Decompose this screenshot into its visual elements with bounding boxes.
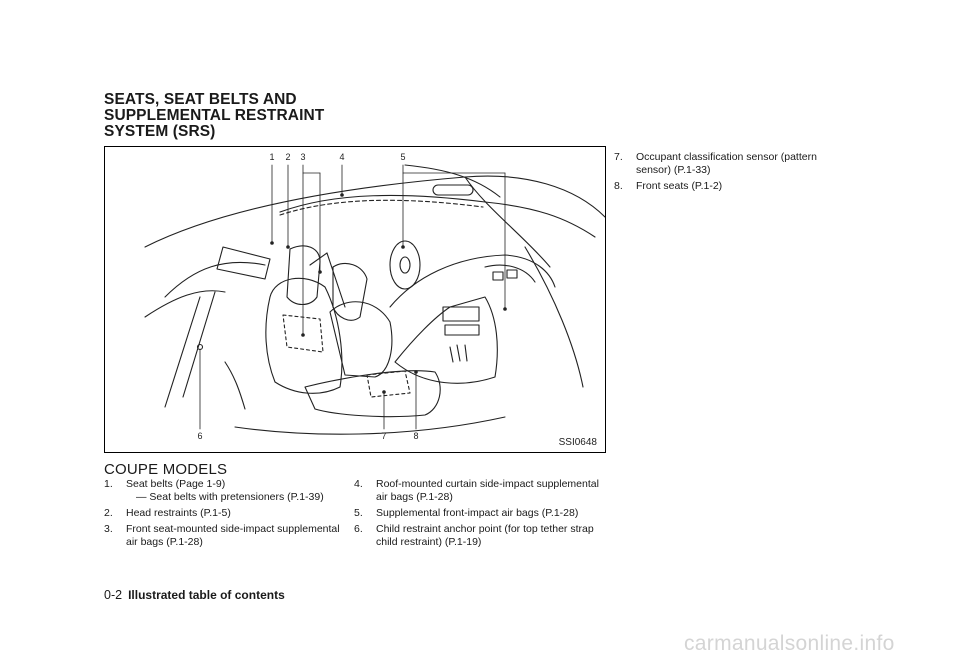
callout-number: 8 bbox=[413, 431, 418, 441]
rear-window bbox=[216, 246, 271, 280]
rear-shelf bbox=[164, 261, 266, 298]
dashboard bbox=[389, 254, 556, 308]
item-text: Front seat-mounted side-impact supplemen… bbox=[126, 523, 340, 548]
item-subtext: — Seat belts with pretensioners (P.1-39) bbox=[136, 491, 324, 503]
item-number: 4. bbox=[354, 478, 363, 490]
seatback bbox=[265, 277, 343, 394]
roof-line bbox=[144, 175, 605, 248]
item-text: Occupant classification sensor (pattern … bbox=[636, 151, 817, 176]
list-item: 2. Head restraints (P.1-5) bbox=[104, 507, 340, 520]
figure-code: SSI0648 bbox=[558, 437, 597, 448]
item-number: 6. bbox=[354, 523, 363, 535]
page-footer: 0-2 Illustrated table of contents bbox=[104, 588, 285, 602]
section-title-line: SEATS, SEAT BELTS AND bbox=[104, 91, 297, 108]
section-title-line: SUPPLEMENTAL RESTRAINT bbox=[104, 107, 325, 124]
seat-belt bbox=[309, 252, 346, 308]
rearview-mirror bbox=[432, 184, 474, 196]
seat-cushion bbox=[304, 370, 441, 418]
list-item: 7. Occupant classification sensor (patte… bbox=[614, 151, 854, 177]
door-trim bbox=[224, 361, 246, 410]
callout-number: 1 bbox=[269, 152, 274, 162]
list-item: 8. Front seats (P.1-2) bbox=[614, 180, 854, 193]
climate-panel bbox=[444, 324, 480, 336]
steering-wheel bbox=[389, 240, 421, 290]
passenger-seatback bbox=[329, 301, 393, 378]
item-text: Front seats (P.1-2) bbox=[636, 180, 723, 192]
list-item: 4. Roof-mounted curtain side-impact supp… bbox=[354, 478, 604, 504]
item-text: Roof-mounted curtain side-impact supplem… bbox=[376, 478, 599, 503]
item-number: 3. bbox=[104, 523, 113, 535]
list-item: 5. Supplemental front-impact air bags (P… bbox=[354, 507, 604, 520]
section-title: SEATS, SEAT BELTS AND SUPPLEMENTAL RESTR… bbox=[104, 92, 324, 140]
floor-line bbox=[234, 416, 506, 435]
watermark: carmanualsonline.info bbox=[684, 632, 895, 655]
door-pillar bbox=[164, 296, 201, 408]
item-list-column-2: 4. Roof-mounted curtain side-impact supp… bbox=[354, 478, 604, 552]
callout-number: 5 bbox=[400, 152, 405, 162]
section-title-line: SYSTEM (SRS) bbox=[104, 123, 216, 140]
item-text: Child restraint anchor point (for top te… bbox=[376, 523, 594, 548]
dash-edge bbox=[524, 246, 584, 388]
chapter-title: Illustrated table of contents bbox=[128, 588, 285, 602]
item-number: 8. bbox=[614, 180, 623, 192]
item-text: Seat belts (Page 1-9) bbox=[126, 478, 226, 490]
sensor-outline bbox=[366, 370, 411, 398]
callout-number: 2 bbox=[285, 152, 290, 162]
windshield-frame bbox=[279, 194, 596, 238]
callout-number: 6 bbox=[197, 431, 202, 441]
list-item: 6. Child restraint anchor point (for top… bbox=[354, 523, 604, 549]
radio-unit bbox=[442, 306, 480, 322]
vent bbox=[492, 271, 504, 281]
list-item: 1. Seat belts (Page 1-9) — Seat belts wi… bbox=[104, 478, 340, 504]
item-list-column-3: 7. Occupant classification sensor (patte… bbox=[614, 151, 854, 196]
list-item: 3. Front seat-mounted side-impact supple… bbox=[104, 523, 340, 549]
windshield-edge bbox=[464, 176, 551, 268]
car-interior-drawing: 1 2 3 4 5 6 7 8 bbox=[144, 152, 605, 441]
subheading-coupe-models: COUPE MODELS bbox=[104, 461, 228, 478]
curtain-airbag-outline bbox=[279, 199, 484, 216]
item-number: 7. bbox=[614, 151, 623, 163]
steering-hub bbox=[399, 256, 411, 274]
side-airbag-outline bbox=[282, 314, 324, 353]
rear-panel bbox=[144, 290, 226, 318]
item-number: 5. bbox=[354, 507, 363, 519]
item-text: Head restraints (P.1-5) bbox=[126, 507, 231, 519]
callout-number: 3 bbox=[300, 152, 305, 162]
interior-illustration: 1 2 3 4 5 6 7 8 SSI0648 bbox=[104, 146, 606, 453]
callout-number: 4 bbox=[339, 152, 344, 162]
a-pillar bbox=[404, 164, 501, 198]
passenger-headrest bbox=[332, 262, 368, 321]
shifter bbox=[449, 344, 468, 363]
item-number: 1. bbox=[104, 478, 113, 490]
headrest bbox=[286, 245, 321, 306]
item-text: Supplemental front-impact air bags (P.1-… bbox=[376, 507, 579, 519]
passenger-dash bbox=[484, 264, 536, 283]
callout-number: 7 bbox=[381, 431, 386, 441]
item-number: 2. bbox=[104, 507, 113, 519]
vent-2 bbox=[506, 269, 518, 279]
center-console bbox=[394, 296, 498, 384]
item-list-column-1: 1. Seat belts (Page 1-9) — Seat belts wi… bbox=[104, 478, 340, 552]
page-number: 0-2 bbox=[104, 588, 123, 602]
